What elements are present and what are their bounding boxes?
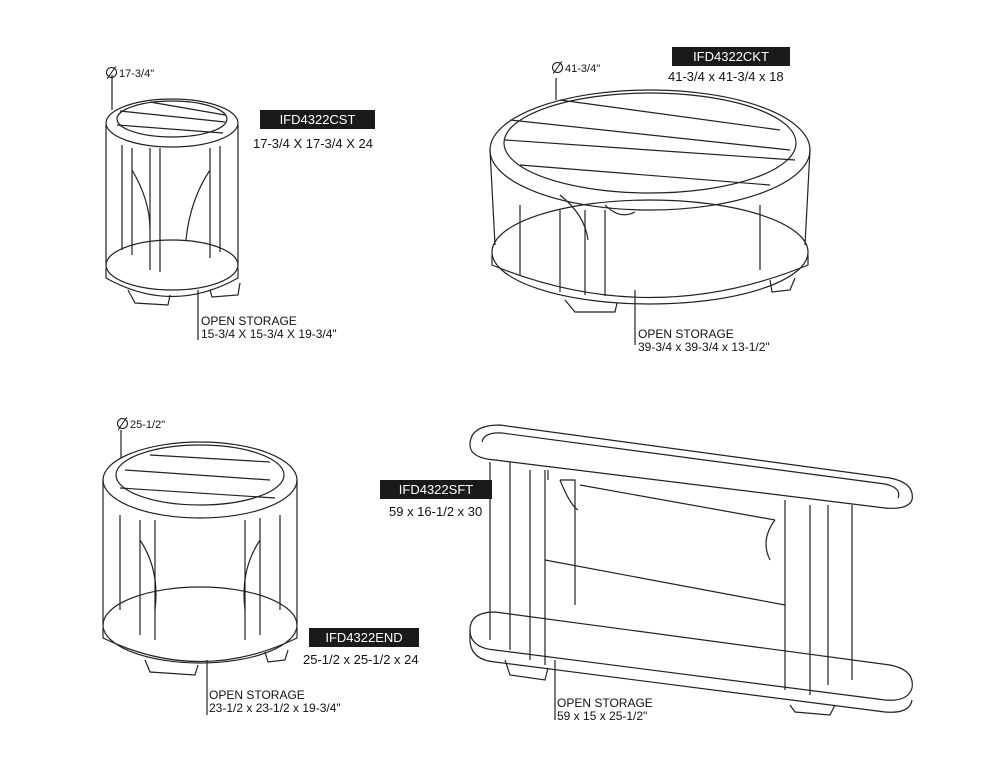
- sft-storage-size: 59 x 15 x 25-1/2": [557, 709, 648, 723]
- end-diameter: 25-1/2": [117, 418, 165, 431]
- end-dimensions: 25-1/2 x 25-1/2 x 24: [303, 652, 419, 667]
- end-table-drawing: [102, 430, 298, 715]
- ckt-storage-label: OPEN STORAGE: [638, 327, 734, 341]
- sft-dimensions: 59 x 16-1/2 x 30: [389, 504, 483, 519]
- cst-storage-label: OPEN STORAGE: [201, 314, 297, 328]
- cst-diameter: 17-3/4": [106, 67, 154, 80]
- diameter-icon: [117, 418, 128, 429]
- cst-storage-size: 15-3/4 X 15-3/4 X 19-3/4": [201, 327, 337, 341]
- end-diameter-value: 25-1/2": [130, 419, 166, 431]
- cst-dimensions: 17-3/4 X 17-3/4 X 24: [253, 136, 373, 151]
- ckt-model-badge: IFD4322CKT: [672, 47, 790, 66]
- ckt-diameter-value: 41-3/4": [565, 63, 601, 75]
- chairside-table-drawing: [105, 75, 241, 340]
- cst-diameter-value: 17-3/4": [119, 68, 155, 80]
- ckt-storage-size: 39-3/4 x 39-3/4 x 13-1/2": [638, 340, 770, 354]
- sft-model-badge: IFD4322SFT: [380, 480, 492, 499]
- diameter-icon: [106, 67, 117, 78]
- ckt-diameter: 41-3/4": [552, 62, 600, 75]
- ckt-dimensions: 41-3/4 x 41-3/4 x 18: [668, 69, 784, 84]
- sofa-table-drawing: [469, 424, 913, 720]
- end-model-badge: IFD4322END: [309, 628, 419, 647]
- diameter-icon: [552, 62, 563, 73]
- cst-model-badge: IFD4322CST: [260, 110, 375, 129]
- cocktail-table-drawing: [489, 78, 811, 345]
- end-storage-label: OPEN STORAGE: [209, 688, 305, 702]
- end-storage-size: 23-1/2 x 23-1/2 x 19-3/4": [209, 701, 341, 715]
- sft-storage-label: OPEN STORAGE: [557, 696, 653, 710]
